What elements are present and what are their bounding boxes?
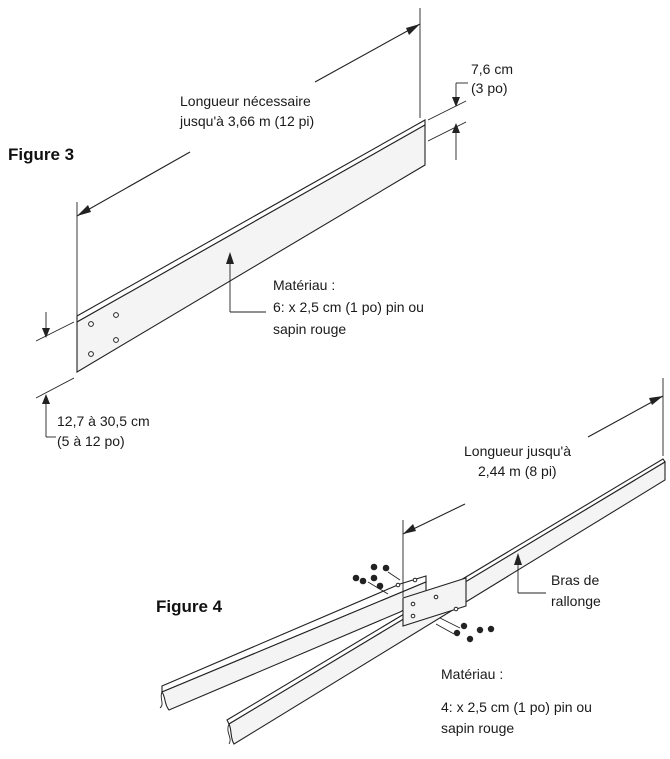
figure-3-material-label: Matériau : 6: x 2,5 cm (1 po) pin ou sap… xyxy=(273,277,428,337)
figure-4-title: Figure 4 xyxy=(156,597,223,616)
figure-3-material-leader xyxy=(226,252,266,313)
figure-4-material-label: Matériau : 4: x 2,5 cm (1 po) pin ou sap… xyxy=(441,666,596,736)
figure-3-length-dimension xyxy=(76,8,421,316)
figure-4-arm-label: Bras de rallonge xyxy=(551,572,603,609)
figure-3-board xyxy=(76,119,426,373)
figure-3-thickness-label: 7,6 cm (3 po) xyxy=(471,61,517,96)
figure-3-title: Figure 3 xyxy=(8,145,74,164)
figure-4-arm-leader xyxy=(514,553,546,594)
figure-4-bolts xyxy=(352,563,495,643)
figure-4-length-dimension xyxy=(402,378,664,597)
figure-4-length-label: Longueur jusqu'à 2,44 m (8 pi) xyxy=(464,443,575,479)
figure-3-width-label: 12,7 à 30,5 cm (5 à 12 po) xyxy=(57,413,154,449)
figure-3-length-label: Longueur nécessaire jusqu'à 3,66 m (12 p… xyxy=(179,93,315,129)
figure-3-width-dimension xyxy=(35,312,75,438)
figure-4: Figure 4 xyxy=(156,378,666,745)
figure-3-thickness-dimension xyxy=(427,82,468,160)
figure-3: Figure 3 Longueur nécessaire jusqu'à 3,6… xyxy=(8,8,517,449)
figure-4-splice-plate xyxy=(395,577,467,627)
